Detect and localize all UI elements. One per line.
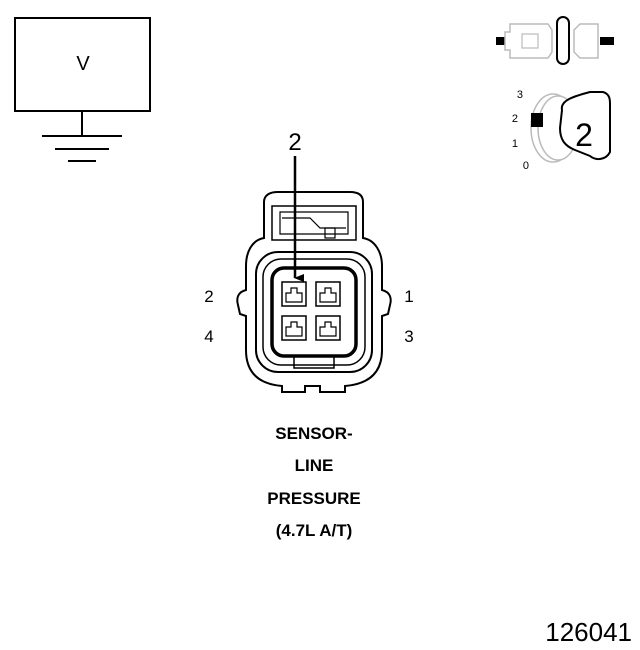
- pin-label-right-bottom: 3: [404, 327, 413, 346]
- key-position-2: 2: [512, 113, 518, 125]
- caption-line-4: (4.7L A/T): [275, 521, 353, 540]
- voltmeter-label: V: [76, 53, 90, 75]
- pin-label-left-top: 2: [204, 287, 213, 306]
- terminal-cavity-2: [281, 281, 307, 307]
- terminal-cavity-4: [281, 315, 307, 341]
- probe-pin-number: 2: [288, 129, 301, 156]
- key-position-3: 3: [517, 89, 523, 101]
- key-position-value: 2: [575, 117, 593, 153]
- terminal-cavity-3: [315, 315, 341, 341]
- voltmeter: V: [14, 17, 151, 112]
- key-position-1: 1: [512, 138, 518, 150]
- ground-symbol: [42, 111, 122, 162]
- pin-label-left-bottom: 4: [204, 327, 213, 346]
- pin-label-right-top: 1: [404, 287, 413, 306]
- key-position-0: 0: [523, 160, 529, 172]
- caption-line-1: SENSOR-: [275, 424, 353, 443]
- ignition-switch-icon: 2 3 2 1 0: [512, 89, 611, 172]
- disconnected-connector-icon: [496, 16, 614, 65]
- sensor-connector: [236, 191, 392, 393]
- caption-line-3: PRESSURE: [267, 489, 361, 508]
- caption-line-2: LINE: [294, 456, 334, 475]
- probe-arrow: 2: [288, 129, 304, 282]
- terminal-cavity-1: [315, 281, 341, 307]
- figure-number: 126041: [545, 617, 632, 647]
